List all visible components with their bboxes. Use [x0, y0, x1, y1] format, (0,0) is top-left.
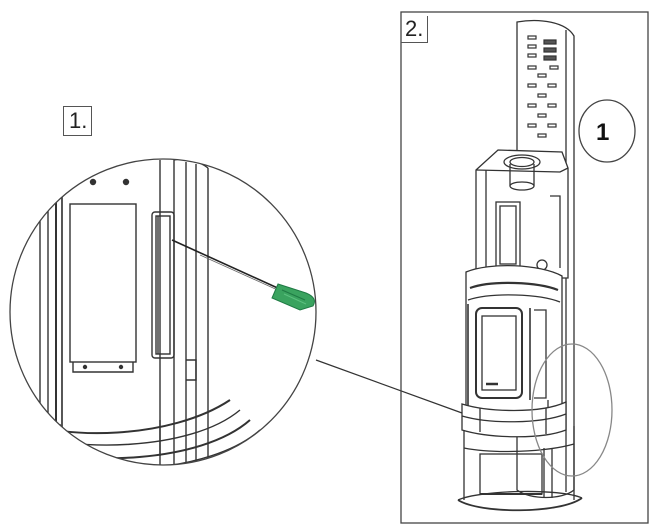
highlight-circle [531, 343, 613, 477]
step1-label: 1. [63, 106, 93, 136]
screwdriver-icon [171, 239, 315, 311]
part-number-callout [578, 99, 636, 163]
part-number: 1 [596, 119, 610, 146]
stove-assembly [457, 19, 583, 512]
leader-line [315, 359, 463, 414]
step1-detail-view [9, 158, 317, 466]
step2-frame [400, 11, 649, 524]
step2-label: 2. [401, 16, 429, 43]
